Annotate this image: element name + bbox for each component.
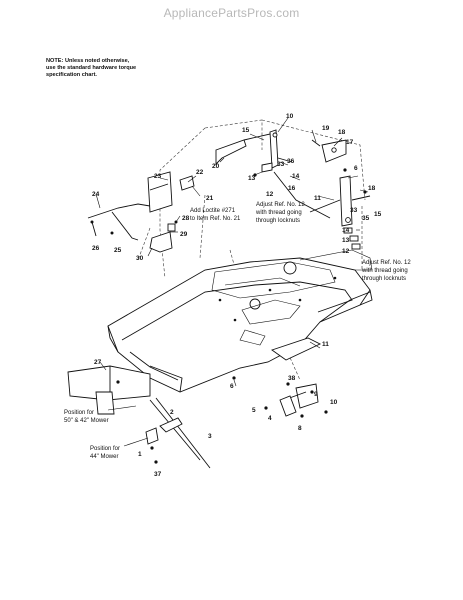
callout-1: 1 [138,451,142,458]
adjust-left-2: with thread going [255,210,302,216]
adjust-left-3: through locknuts [256,218,300,224]
callout-3: 3 [208,433,212,440]
note-line-2: use the standard hardware torque [46,65,137,71]
callout-25: 25 [114,247,122,254]
callout-22: 22 [196,169,204,176]
callout-21: 21 [206,195,214,202]
leader-lines [95,117,369,447]
position-50-42-1: Position for [64,410,94,416]
loctite-note-2: to Item Ref. No. 21 [190,216,241,222]
callout-10b: 10 [330,399,338,406]
callout-2: 2 [170,409,174,416]
callout-5: 5 [252,407,256,414]
callout-14b: 14 [342,227,350,234]
callout-27: 27 [94,359,102,366]
callout-37: 37 [154,471,162,478]
callout-16: 16 [288,185,296,192]
note-line-1: NOTE: Unless noted otherwise, [46,58,130,64]
torque-note: NOTE: Unless noted otherwise, use the st… [46,58,196,79]
callout-29: 29 [180,231,188,238]
callout-18: 18 [338,129,346,136]
adjust-left-1: Adjust Ref. No. 12 [256,202,305,208]
callout-6b: 6 [230,383,234,390]
left-brackets [87,171,195,253]
callout-33b: 33 [350,207,358,214]
callout-35: 35 [362,215,370,222]
loctite-note-1: Add Loctite #271 [190,208,236,214]
site-watermark: AppliancePartsPros.com [163,6,300,20]
note-line-3: specification chart. [46,72,97,78]
position-44-2: 44" Mower [90,454,118,460]
callout-14: 14 [292,173,300,180]
upper-linkage [215,129,371,250]
callout-9: 9 [314,391,318,398]
callout-24: 24 [92,191,100,198]
callout-17: 17 [346,139,354,146]
callout-19: 19 [322,125,330,132]
callout-13b: 13 [342,237,350,244]
callout-6: 6 [354,165,358,172]
callout-12b: 12 [342,248,350,255]
callout-10: 10 [286,113,294,120]
adjust-right-3: through locknuts [362,276,406,282]
callout-4: 4 [268,415,272,422]
adjust-right-1: Adjust Ref. No. 12 [362,260,411,266]
callout-36: 36 [287,158,295,165]
rear-bracket-assembly [232,337,328,418]
callout-8: 8 [298,425,302,432]
callout-15: 15 [242,127,250,134]
callout-33: 33 [277,161,285,168]
callout-15b: 15 [374,211,382,218]
callout-18b: 18 [368,185,376,192]
annotations: Add Loctite #271 to Item Ref. No. 21 Adj… [64,202,411,460]
chassis-frame [107,249,373,393]
callout-30: 30 [136,255,144,262]
front-bumper-bracket [67,365,211,469]
position-44-1: Position for [90,446,120,452]
position-50-42-2: 50" & 42" Mower [64,418,109,424]
callout-11: 11 [314,195,321,202]
callout-20: 20 [212,163,220,170]
adjust-right-2: with thread going [361,268,408,274]
callout-28: 28 [182,215,190,222]
callout-11b: 11 [322,341,329,348]
callout-26: 26 [92,245,100,252]
callout-23: 23 [154,173,162,180]
callout-12: 12 [266,191,274,198]
callout-13: 13 [248,175,256,182]
callout-numbers: 10 15 19 18 17 20 36 14 33 13 6 16 12 18… [92,113,382,478]
callout-38: 38 [288,375,296,382]
